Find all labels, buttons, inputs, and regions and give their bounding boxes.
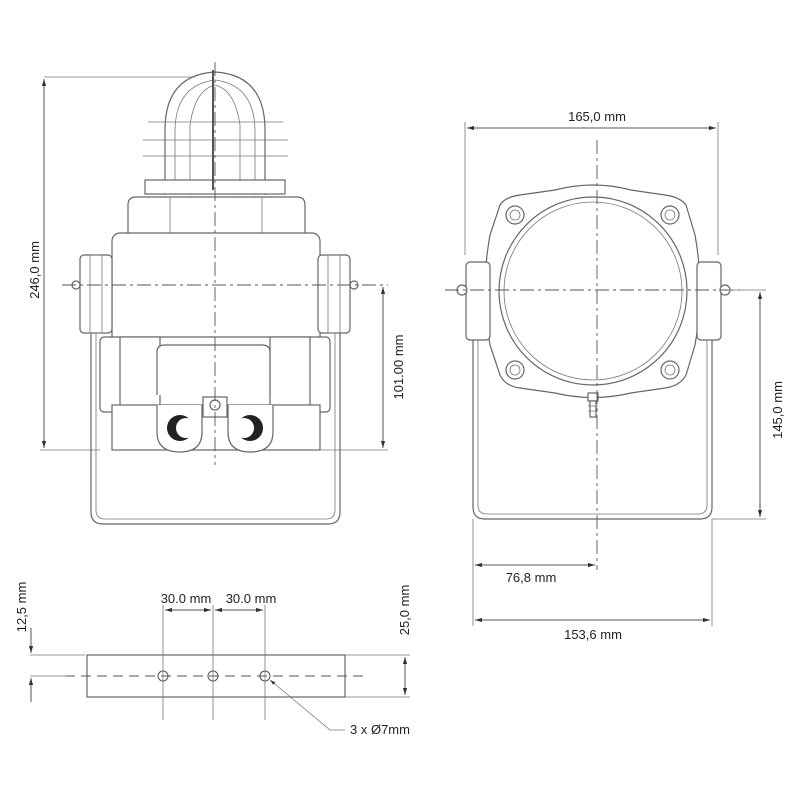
breather-fitting [587,392,599,418]
bracket-width-label: 25,0 mm [397,585,412,636]
mounting-bail [90,330,341,525]
hole-spacing-right-label: 30.0 mm [226,591,277,606]
side-height-dimension-label: 145,0 mm [770,381,785,439]
lamp-cage [143,70,288,195]
cable-glands [156,396,274,453]
holes-callout-label: 3 x Ø7mm [350,722,410,737]
side-bail [472,340,713,520]
pivot-dimension-label: 101.00 mm [391,334,406,399]
lens-ring [498,196,688,386]
bail-width-dimension-label: 153,6 mm [564,627,622,642]
front-view: 246,0 mm 101.00 mm [27,62,406,525]
half-bail-dimension-label: 76,8 mm [506,570,557,585]
upper-housing [127,196,306,236]
bracket-view: 30.0 mm 30.0 mm 12,5 mm 25,0 mm 3 x Ø7mm [14,582,412,737]
width-dimension-label: 165,0 mm [568,109,626,124]
height-dimension-label: 246,0 mm [27,241,42,299]
right-bracket [317,254,351,334]
side-view: 165,0 mm 145,0 mm 76,8 mm 153,6 mm [445,109,785,642]
hole-spacing-left-label: 30.0 mm [161,591,212,606]
centerline-offset-label: 12,5 mm [14,582,29,633]
main-housing [111,232,321,346]
left-bracket [79,254,113,334]
flange-bolts [505,205,680,380]
